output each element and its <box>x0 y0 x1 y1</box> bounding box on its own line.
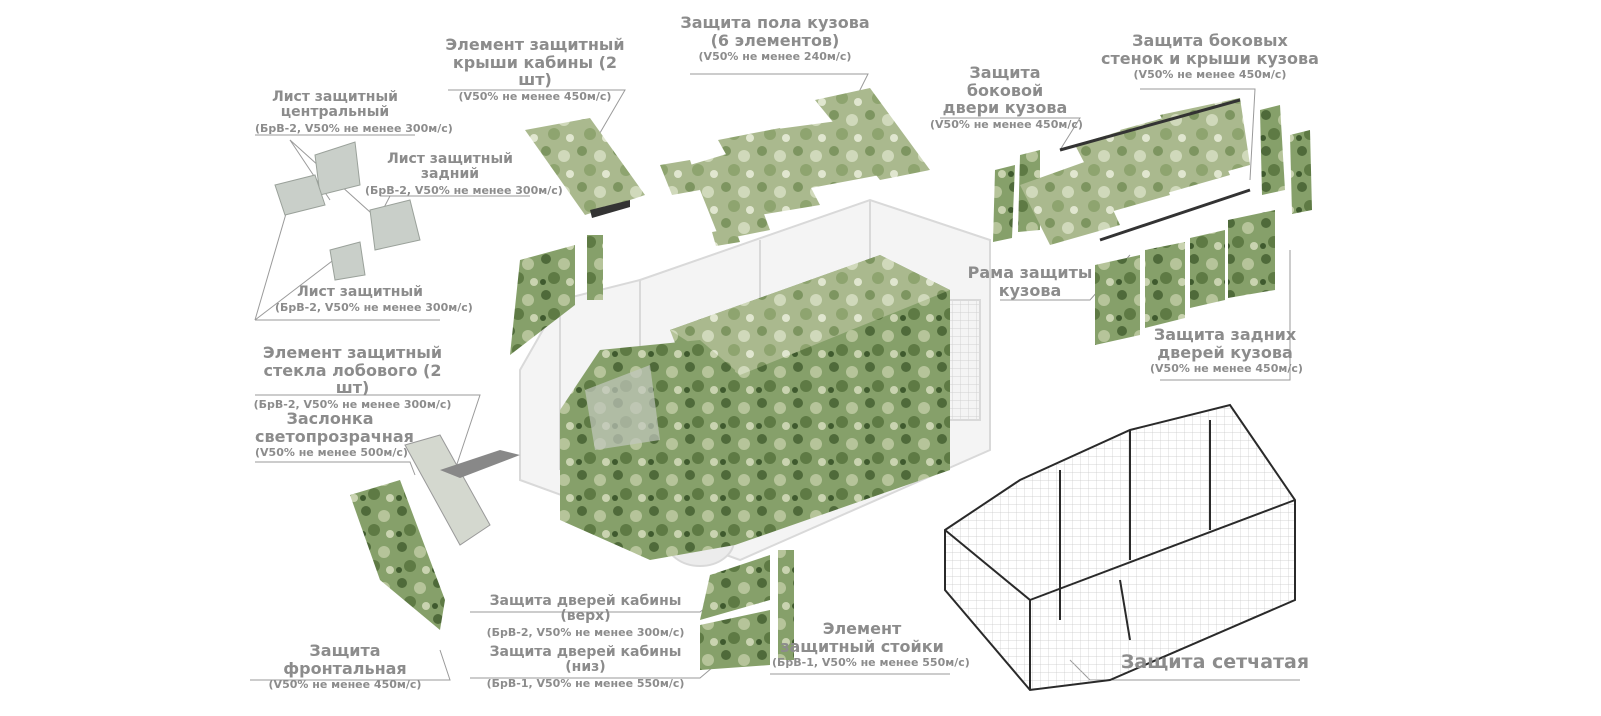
label-pillar: Элемент защитный стойки (БрВ-1, V50% не … <box>772 619 970 670</box>
label-windshield: Элемент защитный стекла лобового (2 шт) … <box>250 344 455 411</box>
label-spec: (БрВ-2, V50% не менее 300м/с) <box>253 397 452 411</box>
label-cab-doors-top: Защита дверей кабины (верх) (БрВ-2, V50%… <box>478 593 693 639</box>
label-side-door: Защита боковой двери кузова (V50% не мен… <box>930 63 1083 131</box>
cab-door-panels <box>510 235 794 670</box>
label-title: Защита боковой двери кузова <box>942 63 1068 118</box>
label-title: Лист защитный центральный <box>272 89 398 121</box>
label-title: Защита дверей кабины (верх) <box>489 593 682 625</box>
label-title: Рама защиты кузова <box>967 263 1093 300</box>
roof-cab-panel <box>525 118 645 218</box>
floor-panels <box>660 88 930 246</box>
label-spec: (БрВ-2, V50% не менее 300м/с) <box>365 183 563 197</box>
label-spec: (V50% не менее 500м/с) <box>255 446 408 460</box>
label-rear-doors: Защита задних дверей кузова (V50% не мен… <box>1150 325 1303 376</box>
label-floor: Защита пола кузова (6 элементов) (V50% н… <box>680 14 870 63</box>
vehicle-body-armor <box>560 255 950 560</box>
label-spec: (БрВ-2, V50% не менее 300м/с) <box>486 625 685 639</box>
label-title: Защита сетчатая <box>1120 651 1310 673</box>
label-spec: (V50% не менее 450м/с) <box>1133 68 1287 82</box>
label-title: Защита задних дверей кузова <box>1153 325 1297 362</box>
mesh-cage <box>944 403 1296 692</box>
label-spec: (БрВ-2, V50% не менее 300м/с) <box>255 121 453 135</box>
label-spec: (БрВ-1, V50% не менее 550м/с) <box>486 676 685 690</box>
label-title: Защита дверей кабины (низ) <box>489 644 682 676</box>
label-front: Защита фронтальная (V50% не менее 450м/с… <box>245 642 445 691</box>
label-title: Защита фронтальная <box>283 641 407 678</box>
label-side-walls: Защита боковых стенок и крыши кузова (V5… <box>1100 32 1320 81</box>
label-title: Элемент защитный крыши кабины (2 шт) <box>445 35 625 90</box>
label-spec: (V50% не менее 450м/с) <box>458 89 612 103</box>
label-sheet-rear: Лист защитный задний (БрВ-2, V50% не мен… <box>365 151 563 197</box>
windshield-and-front <box>350 434 520 630</box>
label-title: Лист защитный <box>297 284 423 300</box>
label-sheet-central: Лист защитный центральный (БрВ-2, V50% н… <box>255 89 453 135</box>
metal-sheets <box>274 141 421 281</box>
label-spec: (V50% не менее 450м/с) <box>268 678 422 692</box>
label-sheet: Лист защитный (БрВ-2, V50% не менее 300м… <box>275 284 473 315</box>
label-spec: (V50% не менее 240м/с) <box>698 50 852 64</box>
label-mesh: Защита сетчатая <box>1110 652 1320 673</box>
label-spec: (V50% не менее 450м/с) <box>930 117 1083 131</box>
label-roof-cab: Элемент защитный крыши кабины (2 шт) (V5… <box>440 36 630 103</box>
label-spec: (V50% не менее 450м/с) <box>1150 362 1303 376</box>
label-spec: (БрВ-1, V50% не менее 550м/с) <box>772 656 970 670</box>
label-title: Заслонка светопрозрачная <box>255 409 414 446</box>
body-side-panels <box>993 98 1312 245</box>
label-spec: (БрВ-2, V50% не менее 300м/с) <box>275 301 473 315</box>
label-frame: Рама защиты кузова <box>960 264 1100 299</box>
label-title: Лист защитный задний <box>387 151 513 183</box>
label-title: Защита боковых стенок и крыши кузова <box>1101 31 1319 68</box>
rear-door-panels <box>1095 210 1275 345</box>
label-shutter: Заслонка светопрозрачная (V50% не менее … <box>255 409 414 460</box>
label-title: Элемент защитный стойки <box>780 619 944 656</box>
label-cab-doors-bottom: Защита дверей кабины (низ) (БрВ-1, V50% … <box>478 644 693 690</box>
label-title: Элемент защитный стекла лобового (2 шт) <box>262 343 443 398</box>
label-title: Защита пола кузова (6 элементов) <box>680 13 870 50</box>
